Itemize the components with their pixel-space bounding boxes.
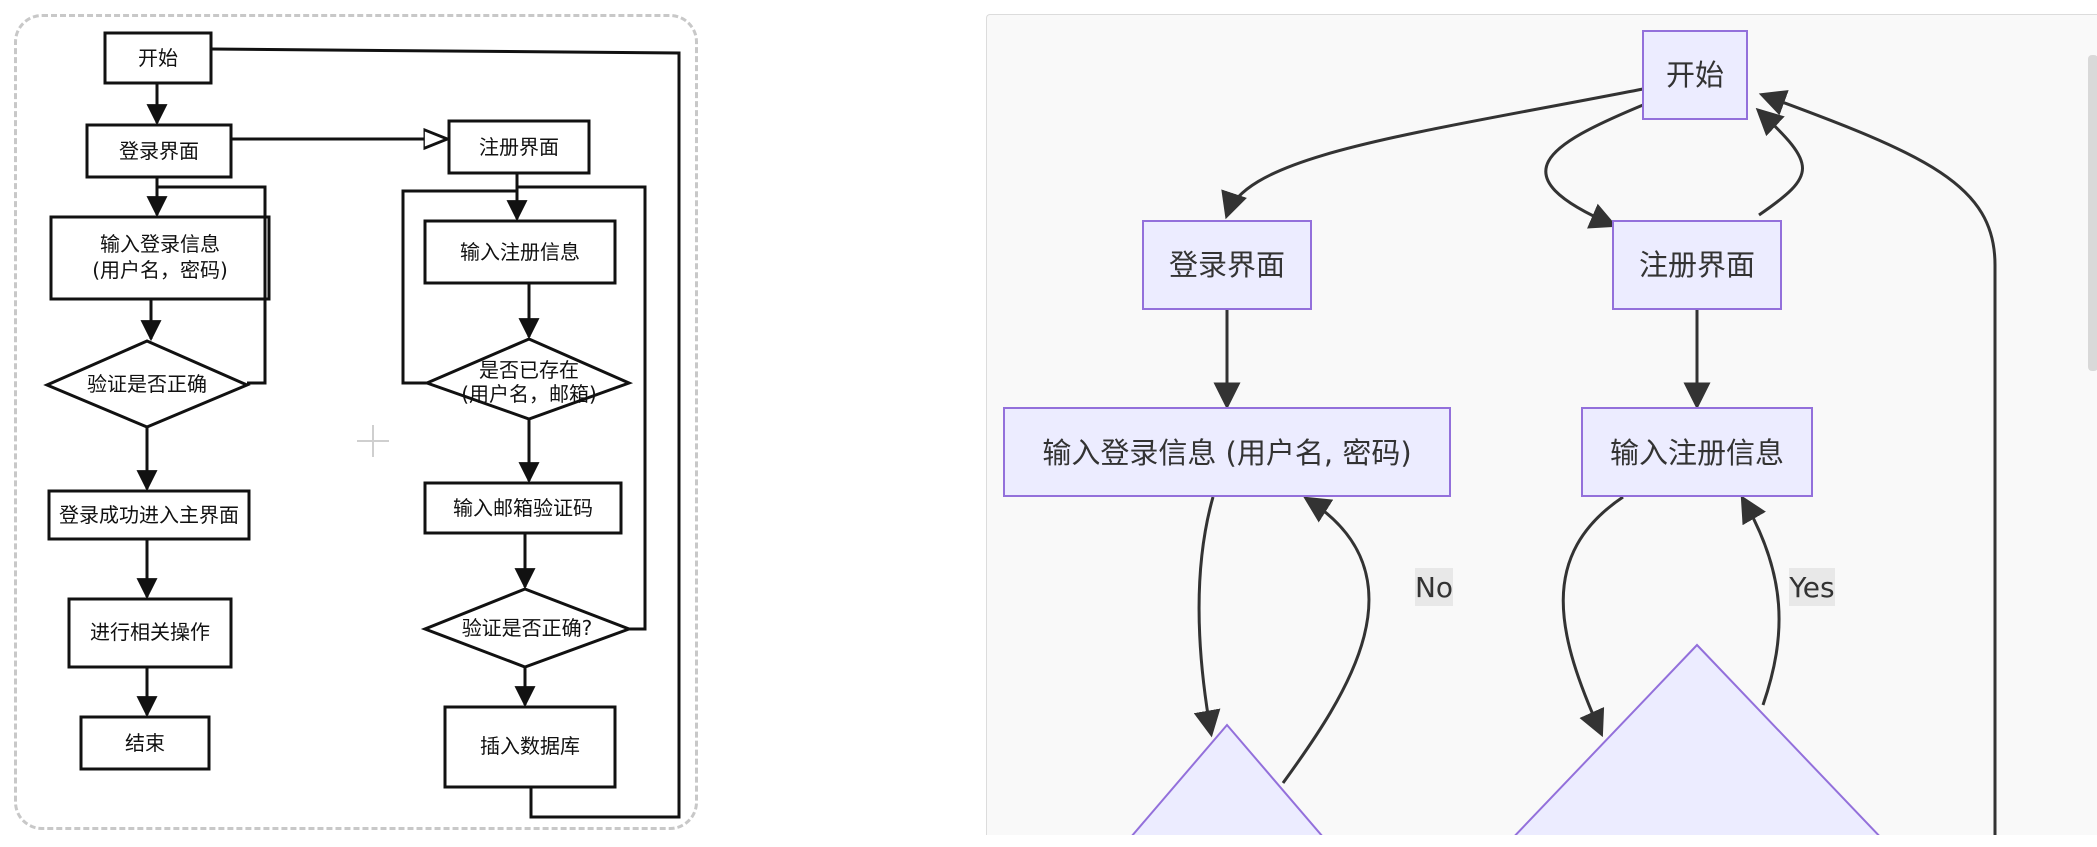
sketch-exists-label-1: 是否已存在 (479, 358, 579, 382)
sketch-register-screen-label: 注册界面 (479, 135, 559, 159)
sketch-register-screen-box (447, 119, 591, 175)
mermaid-flowchart-panel[interactable]: No Yes 开始 登录界面 注册界面 输入登录信息 (用户名, 密码) 输入注… (986, 14, 2097, 835)
sketch-exists-label-2: (用户名，邮箱) (461, 382, 597, 406)
sketch-start-label: 开始 (138, 46, 178, 70)
node-login-screen-label: 登录界面 (1169, 248, 1285, 282)
sketch-login-input-label-1: 输入登录信息 (100, 232, 220, 256)
sketch-login-screen-label: 登录界面 (119, 139, 199, 163)
edge-label-yes: Yes (1788, 571, 1834, 604)
sketch-login-input-label-2: (用户名，密码) (92, 258, 228, 282)
sketch-edge-exists-loop (401, 189, 517, 385)
sketch-register-input-label: 输入注册信息 (460, 240, 580, 264)
node-login-input-label: 输入登录信息 (用户名, 密码) (1042, 436, 1411, 470)
sketch-edge-insert-back-start (210, 47, 681, 819)
edge-loop-start (1758, 90, 1997, 835)
edge-label-no: No (1415, 571, 1453, 604)
sketch-edge-verify-register-loop (517, 185, 647, 631)
node-login-screen[interactable] (1142, 220, 1312, 310)
sketch-flowchart: 开始 登录界面 输入登录信息 (用户名，密码) 验证是否正确 登录成功进入主界面… (43, 31, 681, 819)
sketch-edge-verify-loop (157, 185, 267, 385)
sketch-do-ops-label: 进行相关操作 (90, 620, 210, 644)
node-register-screen[interactable] (1612, 220, 1782, 310)
edge-register-decision-yes (1740, 495, 1781, 706)
sketch-verify-login-label: 验证是否正确 (87, 372, 207, 396)
sketch-verify-register-label: 验证是否正确? (462, 616, 593, 640)
node-login-input[interactable] (1003, 407, 1451, 497)
node-register-decision[interactable] (1487, 643, 1907, 835)
edge-login-decision-no (1281, 496, 1371, 784)
node-login-decision[interactable] (1107, 723, 1347, 835)
node-register-screen-label: 注册界面 (1639, 248, 1755, 282)
sketch-email-code-label: 输入邮箱验证码 (453, 496, 593, 520)
edge-start-register (1544, 103, 1644, 229)
crosshair-icon (357, 425, 389, 457)
node-start[interactable] (1642, 30, 1748, 120)
sketch-flowchart-panel: 开始 登录界面 输入登录信息 (用户名，密码) 验证是否正确 登录成功进入主界面… (14, 14, 698, 830)
mermaid-flowchart: No Yes 开始 登录界面 注册界面 输入登录信息 (用户名, 密码) 输入注… (1003, 30, 1997, 835)
vertical-scrollbar[interactable] (2088, 55, 2097, 371)
sketch-login-success-label: 登录成功进入主界面 (59, 503, 239, 527)
node-register-input-label: 输入注册信息 (1610, 436, 1784, 470)
node-register-input[interactable] (1581, 407, 1813, 497)
edge-register-input-decision (1561, 495, 1624, 738)
node-start-label: 开始 (1666, 58, 1724, 92)
edge-login-input-decision (1193, 496, 1221, 738)
sketch-end-label: 结束 (125, 731, 165, 755)
edge-register-start (1755, 107, 1804, 217)
edge-label-yes-bg (1789, 568, 1835, 606)
edge-start-login (1221, 87, 1644, 220)
sketch-insert-db-label: 插入数据库 (480, 734, 580, 758)
edge-label-no-bg (1415, 568, 1453, 606)
